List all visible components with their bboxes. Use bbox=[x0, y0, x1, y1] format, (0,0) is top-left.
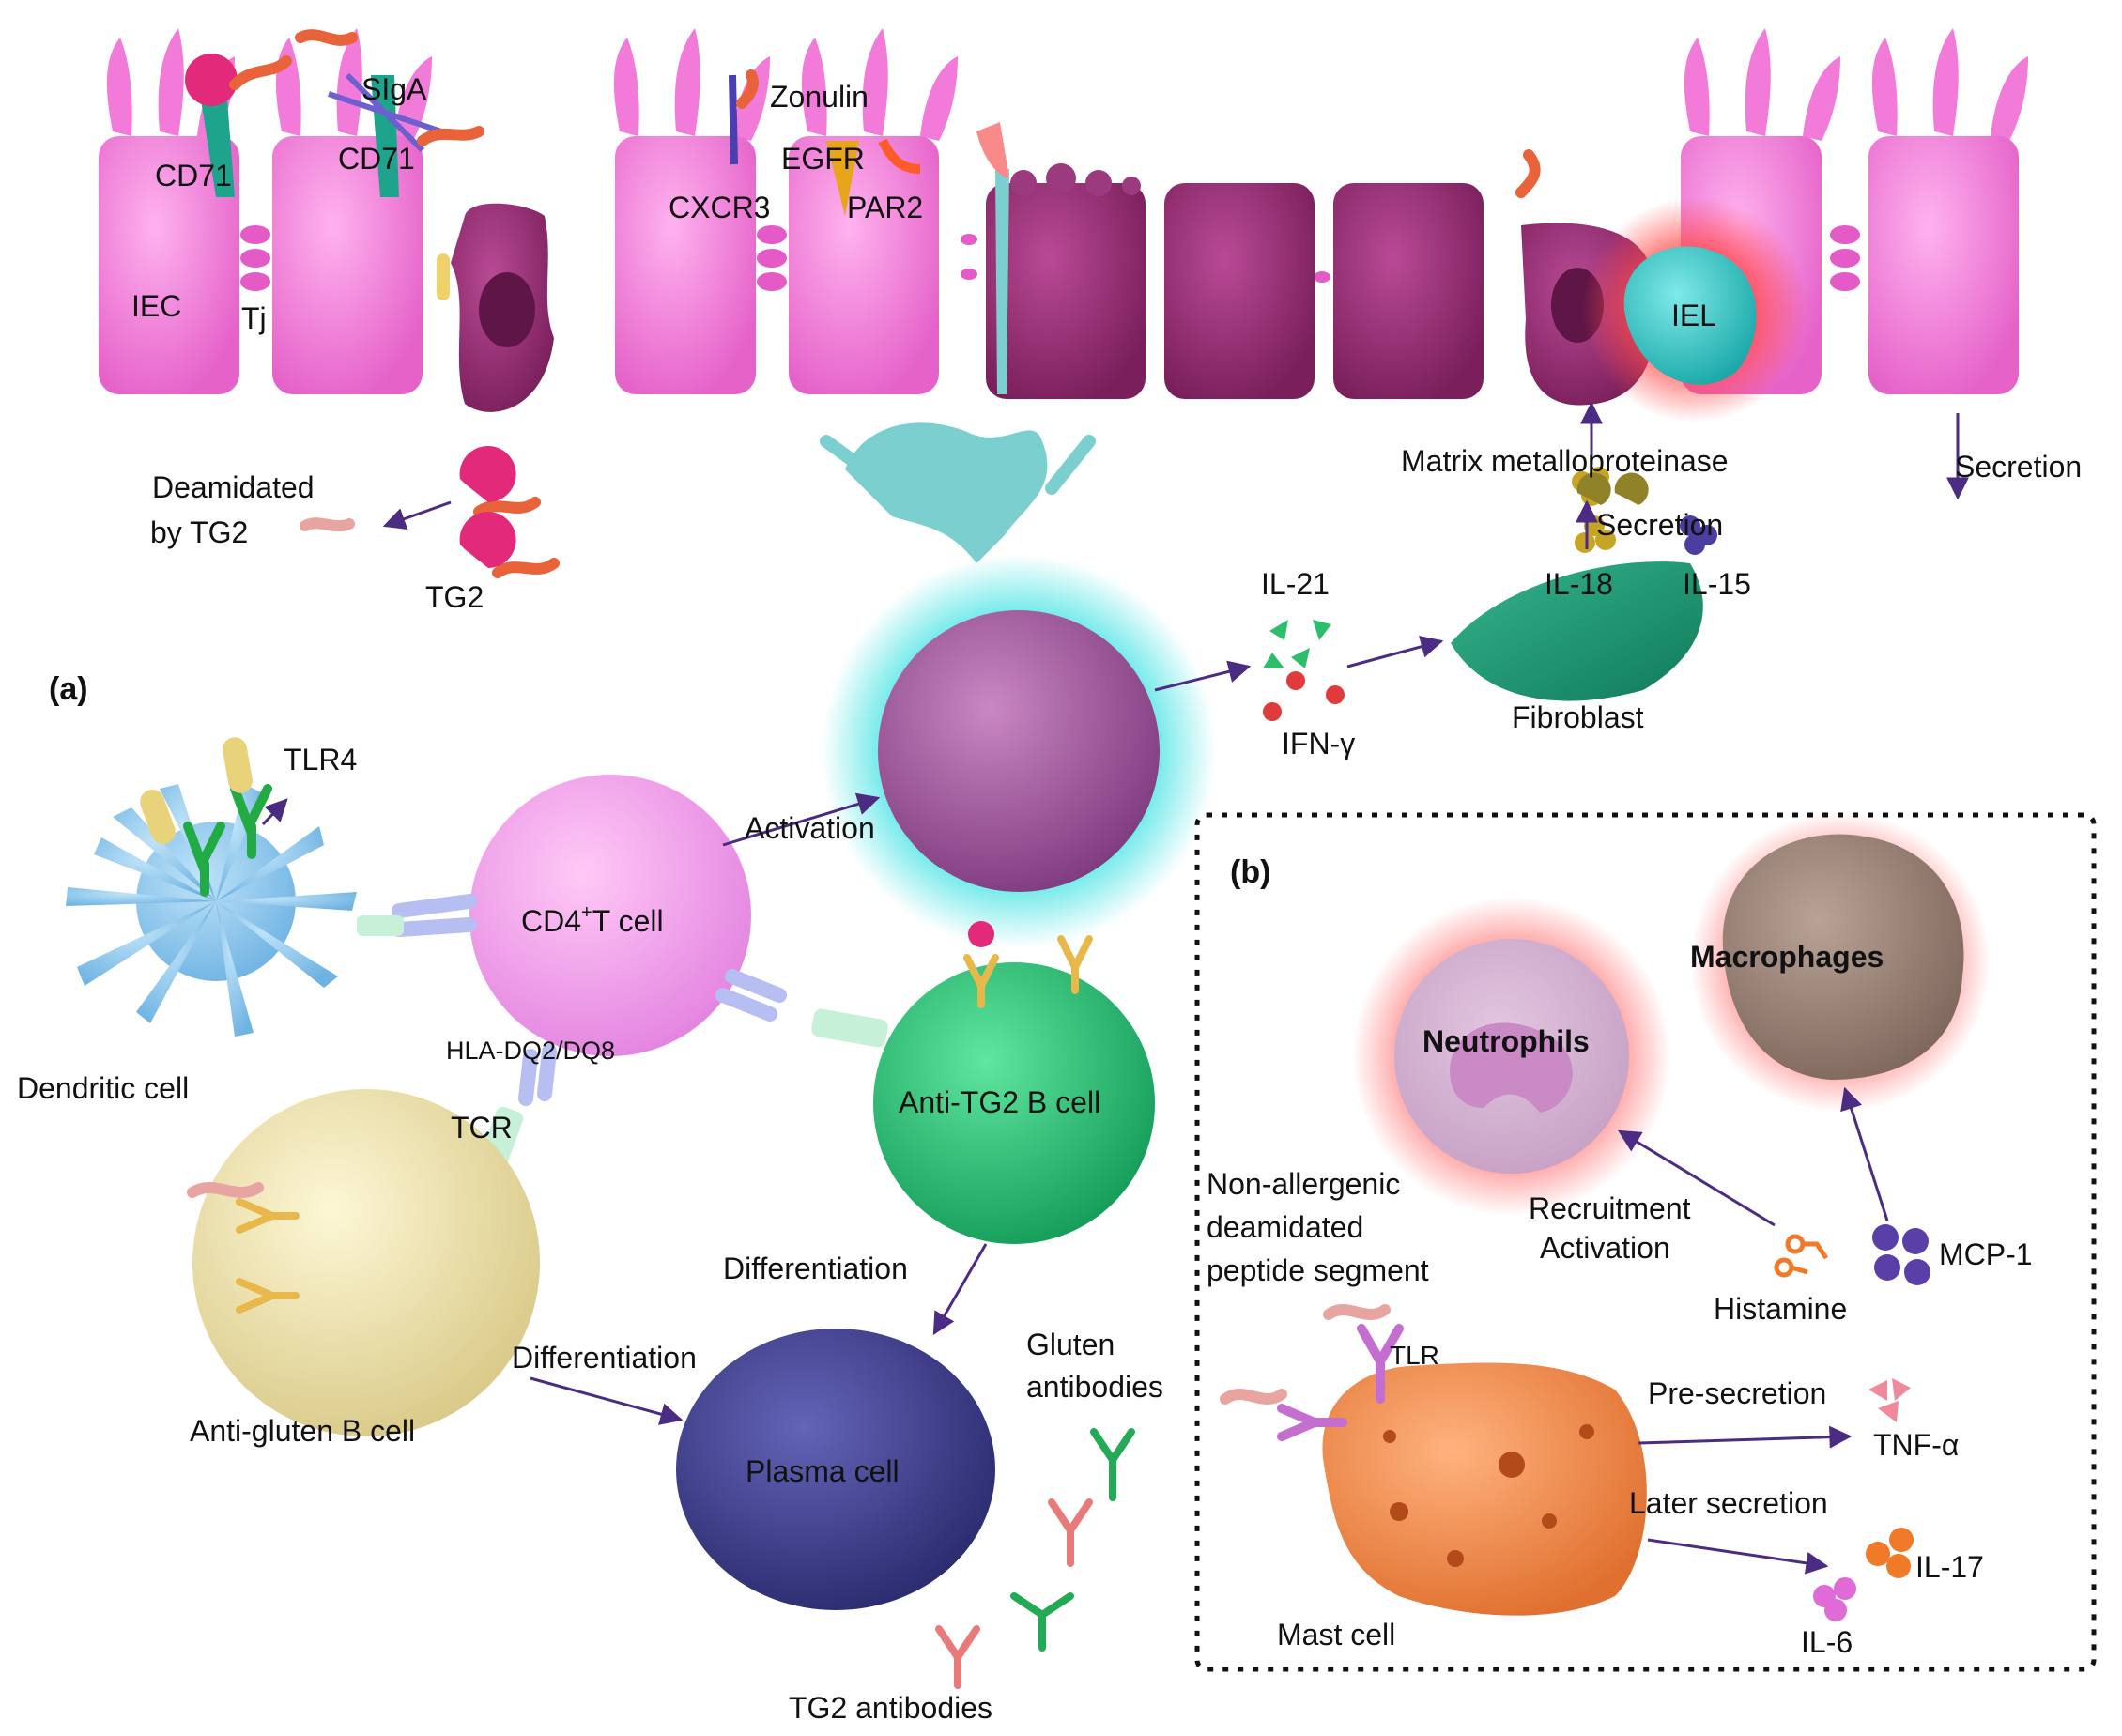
label-anti-gluten-b-cell: Anti-gluten B cell bbox=[190, 1414, 415, 1448]
label-secretion-right: Secretion bbox=[1955, 450, 2082, 484]
label-recruitment: Recruitment bbox=[1529, 1191, 1691, 1225]
label-il21: IL-21 bbox=[1261, 567, 1330, 601]
label-anti-tg2-b-cell: Anti-TG2 B cell bbox=[899, 1085, 1100, 1119]
label-par2: PAR2 bbox=[847, 191, 923, 224]
label-later-secretion: Later secretion bbox=[1629, 1486, 1828, 1520]
label-gluten-antibodies-1: Gluten bbox=[1026, 1328, 1115, 1361]
label-il15: IL-15 bbox=[1683, 567, 1751, 601]
label-il18: IL-18 bbox=[1545, 567, 1613, 601]
label-dendritic-cell: Dendritic cell bbox=[17, 1071, 189, 1105]
label-ifng: IFN-γ bbox=[1282, 727, 1355, 760]
epithelial-layer bbox=[99, 28, 2028, 701]
labels: CD71 CD71 SIgA Zonulin EGFR CXCR3 PAR2 I… bbox=[17, 72, 2082, 1725]
label-deamidated-1: Deamidated bbox=[152, 470, 315, 504]
label-iel: IEL bbox=[1671, 299, 1716, 332]
label-macrophages: Macrophages bbox=[1690, 940, 1884, 974]
label-deamidated-2: by TG2 bbox=[150, 515, 248, 549]
label-mcp1: MCP-1 bbox=[1939, 1237, 2033, 1271]
label-tj: Tj bbox=[241, 301, 267, 335]
label-iec: IEC bbox=[131, 289, 181, 323]
label-il17: IL-17 bbox=[1915, 1550, 1984, 1584]
label-tnfa: TNF-α bbox=[1873, 1428, 1959, 1462]
label-egfr: EGFR bbox=[781, 142, 865, 176]
panel-b-box bbox=[1194, 812, 2097, 1672]
label-hla: HLA-DQ2/DQ8 bbox=[446, 1037, 615, 1065]
label-activation-b: Activation bbox=[1540, 1231, 1670, 1265]
label-tcr: TCR bbox=[451, 1111, 513, 1145]
label-mmp: Matrix metalloproteinase bbox=[1401, 444, 1729, 478]
label-cd71-right: CD71 bbox=[338, 142, 415, 176]
label-mast-cell: Mast cell bbox=[1277, 1618, 1395, 1652]
arrows bbox=[261, 401, 1969, 1575]
label-fibroblast: Fibroblast bbox=[1512, 700, 1644, 734]
label-tg2: TG2 bbox=[425, 580, 484, 614]
label-secretion-fibro: Secretion bbox=[1596, 508, 1723, 542]
panel-a-tag: (a) bbox=[49, 671, 88, 707]
label-nonallergenic-3: peptide segment bbox=[1207, 1253, 1429, 1287]
label-siga: SIgA bbox=[361, 72, 427, 106]
label-plasma-cell: Plasma cell bbox=[746, 1454, 900, 1488]
label-differentiation-1: Differentiation bbox=[723, 1252, 908, 1285]
panel-a-cells bbox=[66, 554, 1345, 1689]
label-activation: Activation bbox=[745, 811, 875, 845]
label-tg2-antibodies: TG2 antibodies bbox=[789, 1691, 992, 1725]
label-histamine: Histamine bbox=[1714, 1292, 1847, 1326]
label-zonulin: Zonulin bbox=[770, 80, 869, 114]
label-gluten-antibodies-2: antibodies bbox=[1026, 1370, 1163, 1404]
label-nonallergenic-1: Non-allergenic bbox=[1207, 1167, 1400, 1201]
label-cd4-t-cell: CD4+T cell bbox=[521, 902, 664, 938]
label-differentiation-2: Differentiation bbox=[512, 1341, 697, 1375]
label-cxcr3: CXCR3 bbox=[669, 191, 770, 224]
label-cd71-left: CD71 bbox=[155, 159, 232, 192]
label-nonallergenic-2: deamidated bbox=[1207, 1210, 1363, 1244]
label-neutrophils: Neutrophils bbox=[1422, 1024, 1590, 1058]
panel-b-tag: (b) bbox=[1230, 854, 1270, 890]
label-il6: IL-6 bbox=[1801, 1625, 1853, 1659]
label-pre-secretion: Pre-secretion bbox=[1648, 1376, 1826, 1410]
label-tlr4: TLR4 bbox=[284, 743, 357, 776]
label-tlr: TLR bbox=[1390, 1341, 1439, 1370]
